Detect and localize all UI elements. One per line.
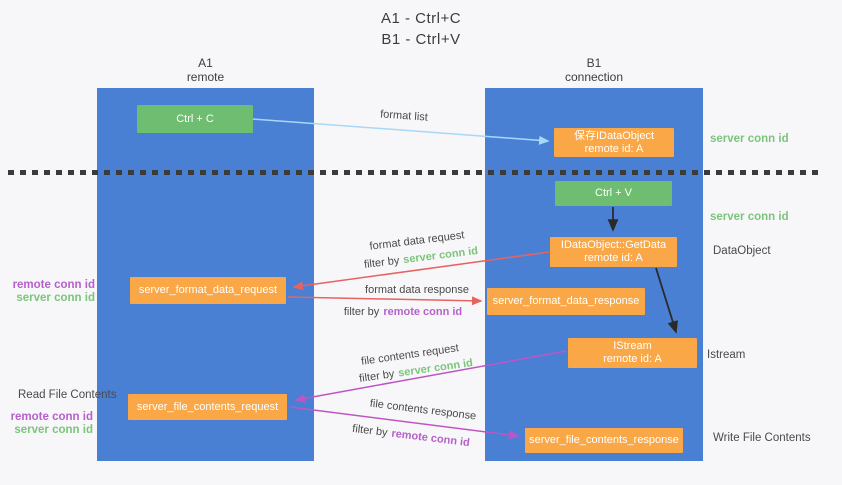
save-idataobject-box: 保存IDataObject remote id: A (554, 128, 674, 157)
server-file-contents-response-box: server_file_contents_response (525, 428, 683, 453)
file-contents-response-text: file contents response (369, 397, 477, 423)
ctrl-v-label: Ctrl + V (595, 187, 632, 199)
remote-conn-id-text: remote conn id (390, 427, 471, 450)
lifeline-a1-name: A1 (198, 56, 213, 70)
server-file-contents-request-box: server_file_contents_request (128, 394, 287, 420)
server-conn-id-text: server conn id (402, 245, 479, 267)
file-contents-response-label: file contents response (369, 398, 477, 423)
filter-by-text: filter by (363, 254, 401, 271)
format-data-response-label: format data response (365, 284, 469, 296)
lifeline-a1-subtitle: remote (186, 70, 225, 84)
filter-by-text: filter by (351, 422, 389, 440)
remote-conn-id-annotation-2: remote conn id (10, 411, 93, 423)
filter-by-text: filter by (358, 368, 396, 385)
format-data-response-text: format data response (365, 284, 469, 296)
filter-by-text: filter by (343, 306, 380, 318)
istream-annotation: Istream (707, 349, 746, 361)
getdata-line1: IDataObject::GetData (560, 239, 667, 251)
ctrl-v-box: Ctrl + V (555, 181, 672, 206)
ctrl-c-box: Ctrl + C (137, 105, 253, 133)
filter-by-remote-conn-id-label-2: filter by remote conn id (352, 423, 471, 449)
format-request-label: server_format_data_request (138, 284, 278, 296)
format-list-text: format list (379, 108, 429, 124)
format-list-label: format list (380, 108, 428, 123)
format-response-label: server_format_data_response (492, 295, 640, 307)
server-conn-id-annotation-1: server conn id (16, 292, 95, 304)
server-conn-id-annotation-mid: server conn id (710, 211, 789, 223)
ctrl-c-label: Ctrl + C (176, 112, 214, 125)
save-idataobject-line2: remote id: A (584, 142, 644, 155)
remote-conn-id-annotation-1: remote conn id (12, 279, 95, 291)
dataobject-annotation: DataObject (713, 245, 771, 257)
filter-by-remote-conn-id-label-1: filter by remote conn id (344, 306, 462, 318)
format-data-response-arrow (287, 296, 483, 306)
getdata-line2: remote id: A (584, 252, 643, 264)
server-conn-id-annotation-2: server conn id (14, 424, 93, 436)
diagram-title: A1 - Ctrl+C B1 - Ctrl+V (0, 8, 842, 50)
file-response-label: server_file_contents_response (529, 434, 679, 446)
lifeline-b1-name: B1 (586, 56, 602, 70)
server-conn-id-annotation-top: server conn id (710, 133, 789, 145)
write-file-contents-annotation: Write File Contents (713, 432, 811, 444)
file-request-label: server_file_contents_request (136, 400, 279, 413)
title-line-1: A1 - Ctrl+C (380, 10, 462, 27)
istream-box: IStream remote id: A (568, 338, 697, 368)
save-idataobject-line1: 保存IDataObject (573, 129, 655, 142)
remote-conn-id-text: remote conn id (383, 306, 463, 318)
read-file-contents-annotation: Read File Contents (18, 389, 117, 401)
istream-line1: IStream (613, 340, 652, 352)
istream-line2: remote id: A (603, 353, 662, 365)
lifeline-header-a1: A1 remote (97, 56, 314, 84)
idataobject-getdata-box: IDataObject::GetData remote id: A (550, 237, 677, 267)
lifeline-header-b1: B1 connection (485, 56, 703, 84)
conn-id-pair-bottom: remote conn id server conn id (11, 411, 93, 437)
machine-boundary-dotted-line (8, 170, 823, 175)
title-line-2: B1 - Ctrl+V (381, 31, 461, 48)
conn-id-pair-top: remote conn id server conn id (13, 279, 95, 305)
server-format-data-response-box: server_format_data_response (487, 288, 645, 315)
server-format-data-request-box: server_format_data_request (130, 277, 286, 304)
lifeline-b1-subtitle: connection (564, 70, 624, 84)
